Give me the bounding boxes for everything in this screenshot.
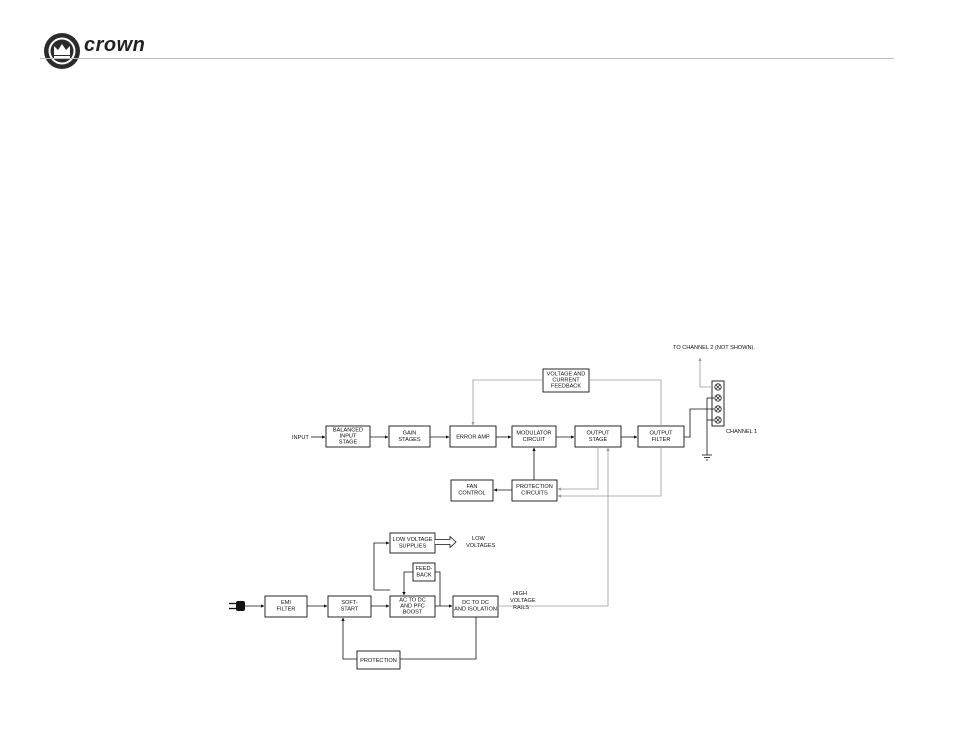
svg-text:SOFT-: SOFT- bbox=[341, 600, 358, 606]
low-voltages-label-2: VOLTAGES bbox=[466, 543, 496, 549]
svg-text:FILTER: FILTER bbox=[652, 437, 671, 443]
high-voltage-rails-label-2: VOLTAGE bbox=[510, 598, 536, 604]
emi-filter-block: EMI FILTER bbox=[264, 595, 308, 618]
svg-text:PROTECTION: PROTECTION bbox=[360, 658, 397, 664]
svg-text:STAGES: STAGES bbox=[398, 437, 421, 443]
header-rule bbox=[40, 58, 894, 59]
svg-text:GAIN: GAIN bbox=[403, 431, 417, 437]
svg-text:OUTPUT: OUTPUT bbox=[587, 431, 611, 437]
error-amp-block: ERROR AMP bbox=[449, 425, 497, 448]
high-voltage-rails-label-3: RAILS bbox=[513, 605, 529, 611]
high-voltage-rails-label-1: HIGH bbox=[513, 591, 527, 597]
svg-text:SUPPLIES: SUPPLIES bbox=[399, 544, 427, 550]
svg-text:AC TO DC: AC TO DC bbox=[399, 598, 426, 604]
low-voltage-supplies-block: LOW VOLTAGE SUPPLIES bbox=[389, 532, 436, 554]
svg-text:PROTECTION: PROTECTION bbox=[516, 484, 553, 490]
svg-text:STAGE: STAGE bbox=[589, 437, 608, 443]
svg-text:BALANCED: BALANCED bbox=[333, 428, 363, 434]
low-voltages-label-1: LOW bbox=[472, 536, 485, 542]
svg-text:FEEDBACK: FEEDBACK bbox=[551, 384, 581, 390]
svg-text:AND ISOLATION: AND ISOLATION bbox=[454, 607, 497, 613]
svg-text:CURRENT: CURRENT bbox=[552, 378, 580, 384]
svg-text:START: START bbox=[341, 607, 359, 613]
output-filter-block: OUTPUT FILTER bbox=[637, 425, 685, 448]
modulator-circuit-block: MODULATOR CIRCUIT bbox=[511, 425, 557, 448]
svg-text:DC TO DC: DC TO DC bbox=[462, 600, 489, 606]
svg-text:LOW VOLTAGE: LOW VOLTAGE bbox=[393, 537, 433, 543]
svg-text:EMI: EMI bbox=[281, 600, 291, 606]
protection-circuits-block: PROTECTION CIRCUITS bbox=[511, 479, 558, 502]
balanced-input-stage-block: BALANCED INPUT STAGE bbox=[325, 425, 371, 448]
speaker-terminal-icon bbox=[711, 380, 725, 427]
brand-wordmark: crown bbox=[84, 34, 146, 56]
svg-text:MODULATOR: MODULATOR bbox=[516, 431, 551, 437]
ground-icon bbox=[702, 454, 712, 461]
svg-text:STAGE: STAGE bbox=[339, 440, 358, 446]
svg-text:AND PFC: AND PFC bbox=[400, 604, 425, 610]
input-label: INPUT bbox=[292, 435, 309, 441]
voltage-current-feedback-block: VOLTAGE AND CURRENT FEEDBACK bbox=[542, 368, 590, 393]
hollow-arrow-icon bbox=[435, 535, 457, 549]
svg-text:INPUT: INPUT bbox=[340, 434, 357, 440]
svg-text:ERROR AMP: ERROR AMP bbox=[456, 435, 490, 441]
power-plug-icon bbox=[229, 601, 245, 611]
feedback-block: FEED- BACK bbox=[412, 562, 436, 582]
svg-text:VOLTAGE AND: VOLTAGE AND bbox=[547, 372, 586, 378]
svg-text:CIRCUITS: CIRCUITS bbox=[521, 491, 548, 497]
soft-start-block: SOFT- START bbox=[327, 595, 372, 618]
ac-to-dc-pfc-boost-block: AC TO DC AND PFC BOOST bbox=[389, 595, 436, 618]
fan-control-block: FAN CONTROL bbox=[450, 479, 494, 502]
to-channel-2-label: TO CHANNEL 2 (NOT SHOWN). bbox=[673, 345, 755, 351]
channel-1-label: CHANNEL 1 bbox=[726, 429, 757, 435]
dc-to-dc-isolation-block: DC TO DC AND ISOLATION bbox=[452, 595, 499, 618]
crown-logo-icon bbox=[44, 33, 80, 69]
svg-text:FEED-: FEED- bbox=[416, 566, 433, 572]
gain-stages-block: GAIN STAGES bbox=[388, 425, 431, 448]
protection-block: PROTECTION bbox=[356, 650, 401, 670]
svg-text:BACK: BACK bbox=[416, 573, 432, 579]
svg-text:FAN: FAN bbox=[467, 484, 478, 490]
svg-text:CIRCUIT: CIRCUIT bbox=[523, 437, 546, 443]
output-stage-block: OUTPUT STAGE bbox=[574, 425, 622, 448]
svg-text:OUTPUT: OUTPUT bbox=[650, 431, 674, 437]
svg-text:BOOST: BOOST bbox=[403, 610, 423, 616]
svg-text:FILTER: FILTER bbox=[277, 607, 296, 613]
svg-text:CONTROL: CONTROL bbox=[458, 491, 485, 497]
